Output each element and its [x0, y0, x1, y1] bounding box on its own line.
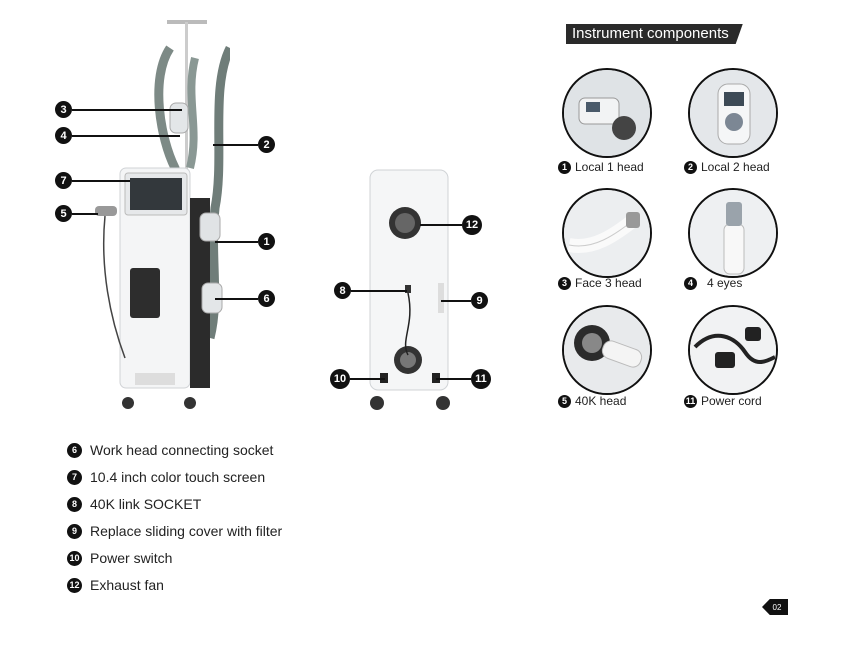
component-image-face-3-head	[562, 188, 652, 278]
legend-num-8: 8	[67, 496, 82, 512]
component-label-11: 11 Power cord	[684, 394, 762, 408]
component-image-local-1-head	[562, 68, 652, 158]
component-text-11: Power cord	[701, 394, 762, 408]
legend-text-9: Replace sliding cover with filter	[90, 523, 283, 539]
legend-num-10: 10	[67, 550, 82, 566]
component-label-1: 1 Local 1 head	[558, 160, 644, 174]
front-callout-3-line	[72, 109, 182, 111]
front-callout-2-line	[213, 144, 258, 146]
front-callout-2: 2	[258, 136, 275, 153]
legend-text-7: 10.4 inch color touch screen	[90, 469, 266, 485]
component-label-5: 5 40K head	[558, 394, 626, 408]
component-num-5: 5	[558, 394, 571, 408]
component-label-3: 3 Face 3 head	[558, 276, 642, 290]
component-text-5: 40K head	[575, 394, 627, 408]
component-num-3: 3	[558, 276, 571, 290]
front-callout-5: 5	[55, 205, 72, 222]
back-callout-9-line	[441, 300, 471, 302]
front-callout-6: 6	[258, 290, 275, 307]
legend-text-12: Exhaust fan	[90, 577, 164, 593]
legend-item-6: 6 Work head connecting socket	[67, 442, 273, 458]
component-image-40k-head	[562, 305, 652, 395]
component-text-3: Face 3 head	[575, 276, 642, 290]
back-callout-8-line	[351, 290, 407, 292]
back-callout-9: 9	[471, 292, 488, 309]
legend-num-9: 9	[67, 523, 82, 539]
component-text-1: Local 1 head	[575, 160, 644, 174]
back-callout-12: 12	[462, 215, 482, 235]
front-callout-1-line	[215, 241, 258, 243]
legend-num-7: 7	[67, 469, 82, 485]
component-image-4-eyes	[688, 188, 778, 278]
front-callout-3: 3	[55, 101, 72, 118]
component-image-power-cord	[688, 305, 778, 395]
legend-item-12: 12 Exhaust fan	[67, 577, 164, 593]
front-callout-7: 7	[55, 172, 72, 189]
back-callout-10-line	[350, 378, 385, 380]
component-label-4: 4 4 eyes	[684, 276, 742, 290]
component-image-local-2-head	[688, 68, 778, 158]
back-callout-11-line	[436, 378, 471, 380]
front-callout-5-line	[72, 213, 98, 215]
component-num-2: 2	[684, 160, 697, 174]
page-number-tag: 02	[762, 599, 788, 615]
back-callout-11: 11	[471, 369, 491, 389]
legend-text-6: Work head connecting socket	[90, 442, 274, 458]
component-num-1: 1	[558, 160, 571, 174]
front-callout-6-line	[215, 298, 258, 300]
component-num-11: 11	[684, 394, 697, 408]
components-title: Instrument components	[566, 24, 743, 44]
back-callout-12-line	[420, 224, 462, 226]
front-callout-7-line	[72, 180, 130, 182]
front-machine-illustration	[95, 20, 230, 409]
legend-item-10: 10 Power switch	[67, 550, 172, 566]
legend-item-7: 7 10.4 inch color touch screen	[67, 469, 265, 485]
front-callout-4-line	[72, 135, 180, 137]
component-num-4: 4	[684, 276, 697, 290]
legend-num-12: 12	[67, 577, 82, 593]
component-text-2: Local 2 head	[701, 160, 770, 174]
front-callout-4: 4	[55, 127, 72, 144]
legend-item-9: 9 Replace sliding cover with filter	[67, 523, 282, 539]
front-callout-1: 1	[258, 233, 275, 250]
component-label-2: 2 Local 2 head	[684, 160, 770, 174]
back-callout-10: 10	[330, 369, 350, 389]
legend-item-8: 8 40K link SOCKET	[67, 496, 201, 512]
legend-text-10: Power switch	[90, 550, 173, 566]
legend-num-6: 6	[67, 442, 82, 458]
legend-text-8: 40K link SOCKET	[90, 496, 202, 512]
component-text-4: 4 eyes	[707, 276, 743, 290]
back-callout-8: 8	[334, 282, 351, 299]
